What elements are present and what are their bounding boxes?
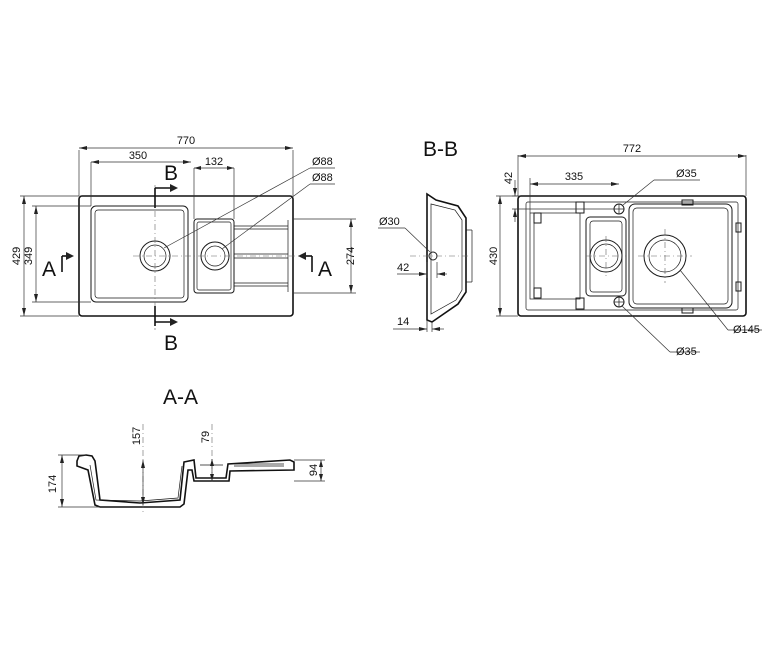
section-b-bottom: B <box>164 332 178 355</box>
top-view: 770 350 132 Ø88 Ø88 429 349 <box>11 135 357 355</box>
dim-section-total-height: 174 <box>47 475 59 493</box>
dim-rim-thickness: 14 <box>397 316 409 328</box>
section-a-profile <box>76 454 295 508</box>
section-b-top: B <box>164 162 178 185</box>
dim-edge-offset: 42 <box>503 172 515 184</box>
section-b-profile <box>426 192 467 323</box>
bottom-large-bowl <box>628 203 733 309</box>
dim-bowl-depth: 349 <box>23 247 35 265</box>
section-a-a: A-A 157 79 174 94 <box>47 386 325 512</box>
small-bowl-inner <box>196 221 232 291</box>
dim-cutout-diameter: Ø145 <box>733 324 760 336</box>
dim-bottom-offset: 335 <box>565 171 583 183</box>
dim-bottom-width: 772 <box>623 143 641 155</box>
dim-section-drainer-height: 94 <box>308 464 320 476</box>
dim-overall-width: 770 <box>177 135 195 147</box>
large-bowl <box>90 205 189 303</box>
dim-section-bowl-depth: 157 <box>131 427 143 445</box>
bottom-view: 772 335 42 430 Ø35 Ø35 Ø145 <box>488 143 762 358</box>
drainer-ribs <box>234 220 289 292</box>
dim-overall-depth: 429 <box>11 247 23 265</box>
dim-bowl-offset: 350 <box>129 150 147 162</box>
bottom-outline <box>517 195 747 317</box>
dim-mount-hole-top: Ø35 <box>676 168 697 180</box>
section-a-right: A <box>318 258 332 281</box>
dim-hole-diameter: Ø30 <box>379 216 400 228</box>
section-b-title: B-B <box>423 138 458 161</box>
bottom-small-bowl <box>585 216 627 297</box>
dim-inner-depth: 274 <box>345 247 357 265</box>
section-b-b: B-B Ø30 42 14 <box>378 138 473 332</box>
dim-mount-hole-bottom: Ø35 <box>676 346 697 358</box>
dim-drain-2: Ø88 <box>312 172 333 184</box>
dim-small-bowl-width: 132 <box>205 156 223 168</box>
dim-hole-offset: 42 <box>397 262 409 274</box>
dim-drain-1: Ø88 <box>312 156 333 168</box>
section-a-title: A-A <box>163 386 198 409</box>
section-a-left: A <box>42 258 56 281</box>
dim-bottom-depth: 430 <box>488 247 500 265</box>
dim-section-small-bowl-depth: 79 <box>200 431 212 443</box>
large-bowl-inner <box>94 209 185 299</box>
